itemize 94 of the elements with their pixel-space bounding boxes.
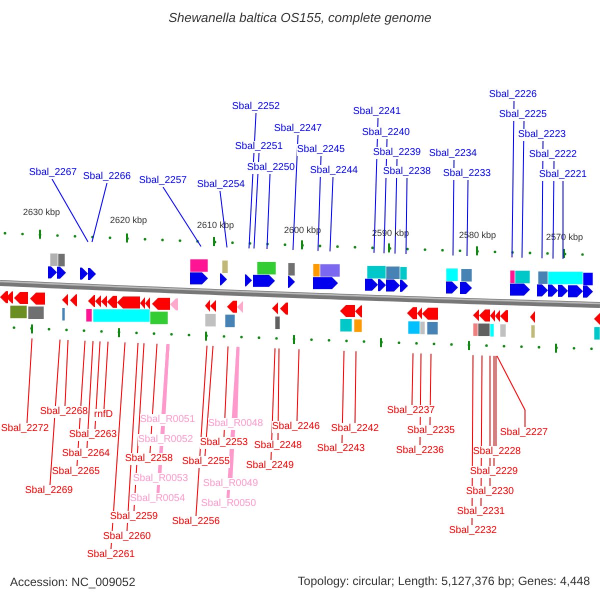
leader-line xyxy=(104,341,108,410)
leader-line xyxy=(270,348,276,460)
gene-label: Sbal_R0048 xyxy=(208,418,264,430)
gene-label: Sbal_2254 xyxy=(197,179,245,191)
leader-line xyxy=(196,345,208,516)
leader-line xyxy=(266,174,270,250)
leader-line xyxy=(278,348,280,440)
gene-label: Sbal_2255 xyxy=(182,456,230,468)
gene-label: Sbal_2238 xyxy=(383,166,431,178)
leader-line xyxy=(92,182,108,243)
leader-line xyxy=(204,345,214,456)
leader-line xyxy=(552,160,554,260)
leader-line xyxy=(318,156,322,252)
gene-label: Sbal_R0050 xyxy=(201,498,256,510)
gene-label: Sbal_2256 xyxy=(172,516,220,528)
leader-line xyxy=(406,178,408,254)
gene-label: Sbal_2234 xyxy=(429,148,477,160)
gene-label: Sbal_2233 xyxy=(443,168,491,180)
leader-line xyxy=(512,100,514,258)
gene-label: Sbal_2272 xyxy=(1,423,49,435)
gene-label: Sbal_2251 xyxy=(235,141,283,153)
gene-label: Sbal_2227 xyxy=(500,427,548,439)
gene-label: Sbal_2229 xyxy=(470,466,518,478)
leader-line xyxy=(496,355,526,428)
gene-label: Sbal_2263 xyxy=(69,429,117,441)
gene-label: Sbal_2232 xyxy=(449,525,497,537)
leader-line xyxy=(522,120,524,258)
leader-line xyxy=(110,342,126,550)
gene-label: Sbal_2260 xyxy=(103,531,151,543)
gene-label: Sbal_2249 xyxy=(246,460,294,472)
gene-label: Sbal_2221 xyxy=(539,169,587,181)
gene-label: Sbal_2242 xyxy=(331,423,379,435)
gene-label: Sbal_2241 xyxy=(353,106,401,118)
gene-label: Sbal_R0049 xyxy=(203,478,258,490)
leader-line xyxy=(224,346,228,438)
leader-line xyxy=(466,180,468,256)
accession-text: Accession: NC_009052 xyxy=(10,575,136,589)
gene-label: Sbal_2265 xyxy=(52,466,100,478)
gene-label: Sbal_2240 xyxy=(362,127,410,139)
leader-line xyxy=(354,350,356,424)
gene-label: Sbal_2236 xyxy=(396,445,444,457)
gene-label: Sbal_2268 xyxy=(40,406,88,418)
leader-line xyxy=(562,180,564,260)
gene-label: Sbal_2237 xyxy=(387,405,435,417)
gene-label: Sbal_R0051 xyxy=(140,414,196,426)
gene-label: Sbal_2230 xyxy=(466,486,514,498)
gene-label: Sbal_2250 xyxy=(247,162,295,174)
leader-line xyxy=(330,176,334,252)
gene-label: Sbal_2222 xyxy=(529,149,577,161)
leader-line xyxy=(94,340,100,430)
genome-info-text: Topology: circular; Length: 5,127,376 bp; Genes: 4,448 xyxy=(298,574,590,588)
leader-line xyxy=(86,340,94,448)
gene-label: Sbal_2248 xyxy=(254,440,302,452)
gene-label: Sbal_2257 xyxy=(139,175,187,187)
leader-line xyxy=(26,338,32,424)
gene-label: Sbal_R0053 xyxy=(133,473,188,485)
gene-label: Sbal_2243 xyxy=(317,443,365,455)
leader-line xyxy=(162,186,202,247)
leader-line xyxy=(126,342,138,532)
gene-label: Sbal_2245 xyxy=(297,144,345,156)
leader-line xyxy=(292,134,298,250)
gene-label: Sbal_2258 xyxy=(125,453,173,465)
gene-label: Sbal_2226 xyxy=(489,89,537,101)
gene-label: Sbal_2253 xyxy=(200,437,248,449)
leader-line xyxy=(64,340,68,406)
leader-line xyxy=(254,152,260,250)
gene-label: Sbal_R0054 xyxy=(130,493,186,505)
gene-label: Sbal_2259 xyxy=(110,511,158,523)
gene-label: Sbal_2239 xyxy=(373,147,421,159)
gene-label: Sbal_2231 xyxy=(457,506,505,518)
gene-label: Sbal_2264 xyxy=(62,448,110,460)
scale-label: 2620 kbp xyxy=(110,215,148,226)
gene-label: Sbal_2269 xyxy=(25,485,73,497)
leader-line xyxy=(452,160,454,256)
leader-line xyxy=(296,348,300,422)
gene-label: Sbal_2266 xyxy=(83,171,131,183)
scale-label: 2630 kbp xyxy=(23,207,60,218)
gene-label: Sbal_2246 xyxy=(272,421,320,433)
leader-line xyxy=(50,339,60,486)
gene-label: Sbal_2261 xyxy=(87,549,135,561)
leader-line xyxy=(52,178,88,242)
gene-label: Sbal_2267 xyxy=(29,167,77,179)
leader-line xyxy=(342,350,344,444)
leader-line xyxy=(412,352,414,406)
gene-label: Sbal_R0052 xyxy=(138,434,194,446)
gene-label: Sbal_2223 xyxy=(518,129,566,141)
gene-label: rnfD xyxy=(94,409,113,421)
gene-label: Sbal_2244 xyxy=(310,165,358,177)
title: Shewanella baltica OS155, complete genome xyxy=(168,10,432,26)
gene-label: Sbal_2235 xyxy=(407,425,455,437)
gene-label: Sbal_2252 xyxy=(232,101,280,113)
gene-label: Sbal_2225 xyxy=(499,109,547,121)
gene-label: Sbal_2228 xyxy=(473,446,521,458)
gene-label: Sbal_2247 xyxy=(274,123,322,135)
